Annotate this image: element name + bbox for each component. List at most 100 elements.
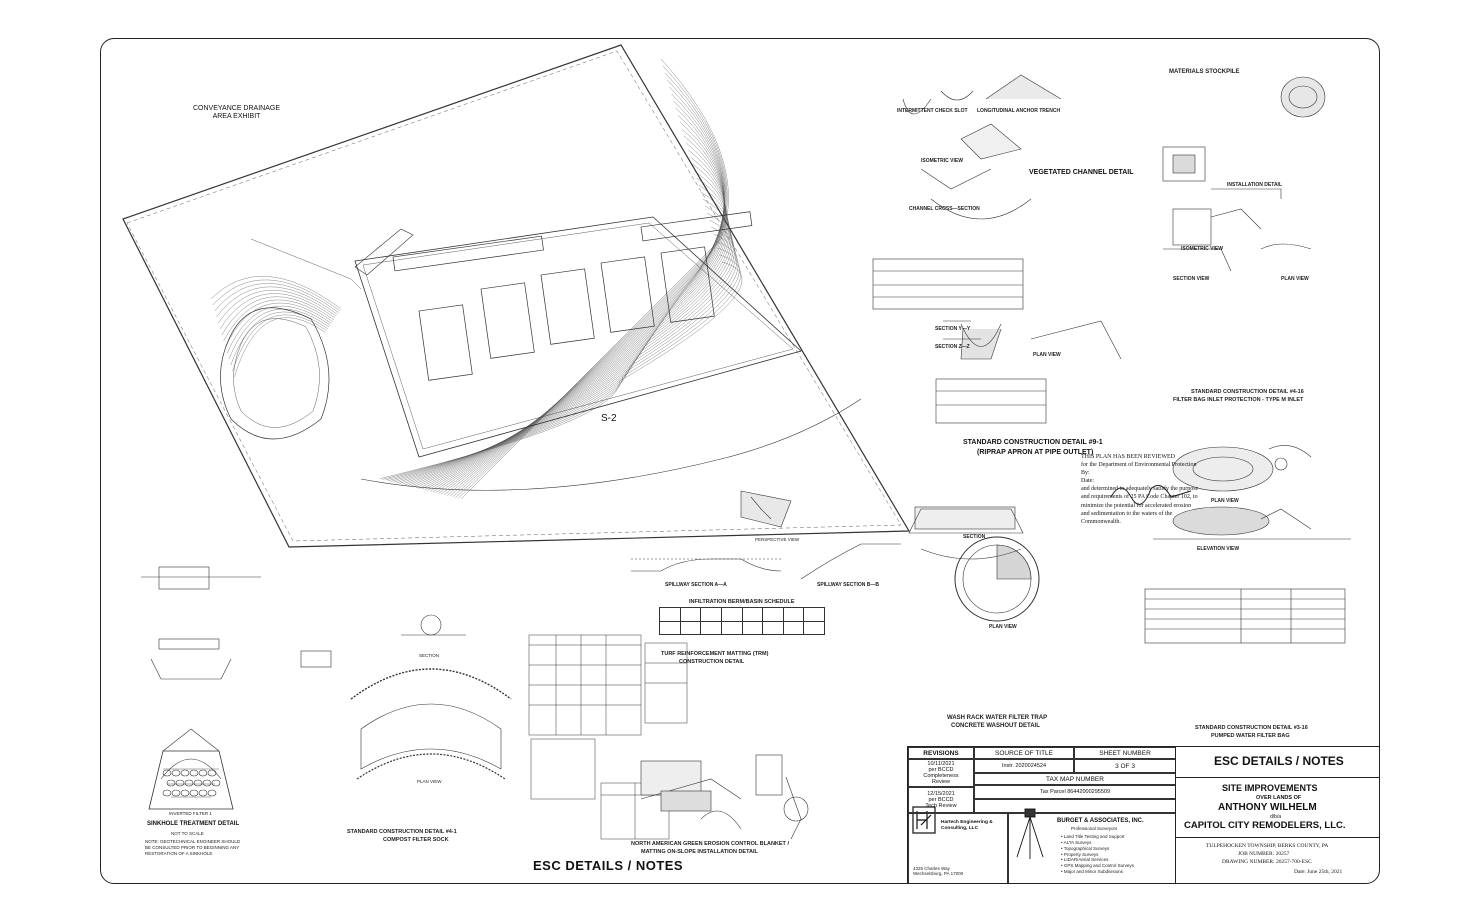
hartech-name: Hartech Engineering & Consulting, LLC xyxy=(941,820,993,831)
stone xyxy=(193,779,203,787)
stone xyxy=(180,769,190,777)
contour-lines xyxy=(210,58,743,500)
township: TULPEHOCKEN TOWNSHIP, BERKS COUNTY, PA xyxy=(1206,843,1329,849)
review-line-5: minimize the potential for accelerated e… xyxy=(1081,502,1192,509)
contour-line xyxy=(460,58,729,500)
stone xyxy=(211,779,221,787)
contour-line xyxy=(410,184,730,487)
title-block-right: ESC DETAILS / NOTES SITE IMPROVEMENTS OV… xyxy=(1175,746,1379,883)
stone xyxy=(198,769,208,777)
contour-line xyxy=(214,283,339,313)
contour-line xyxy=(225,302,332,348)
pumped-filter-bag xyxy=(1144,445,1351,644)
sinkhole-detail xyxy=(141,566,261,810)
inverted-filter-label: INVERTED FILTER 1 xyxy=(169,811,212,816)
contour-line xyxy=(416,170,728,488)
review-line-3: and determined to adequately satisfy the… xyxy=(1081,486,1199,493)
sock-plan-label: PLAN VIEW xyxy=(417,779,442,784)
storage-building xyxy=(540,268,595,345)
review-line-7: Commonwealth. xyxy=(1081,518,1121,525)
contour-line xyxy=(232,314,327,372)
sinkhole-title: SINKHOLE TREATMENT DETAIL xyxy=(147,821,240,827)
instr-number: Instr. 2020024524 xyxy=(974,759,1074,773)
contour-line xyxy=(441,107,725,495)
review-line-6: and sedimentation to the waters of the xyxy=(1081,510,1173,517)
isometric-label: ISOMETRIC VIEW xyxy=(921,158,963,164)
installation-label: INSTALLATION DETAIL xyxy=(1227,182,1282,188)
naeg-title-2: MATTING ON-SLOPE INSTALLATION DETAIL xyxy=(641,849,758,855)
trm-title-2: CONSTRUCTION DETAIL xyxy=(679,659,745,665)
stone xyxy=(189,789,199,797)
review-by: By: xyxy=(1081,470,1090,477)
riprap-title-1: STANDARD CONSTRUCTION DETAIL #9-1 xyxy=(963,439,1103,446)
contour-line xyxy=(385,247,740,481)
contour-line xyxy=(379,261,743,479)
concrete-washout xyxy=(908,506,1040,622)
esc-title: ESC DETAILS / NOTES xyxy=(1214,754,1344,768)
burget-services: • Land Title Testing and Support • ALTA … xyxy=(1061,834,1134,875)
inlet-protection xyxy=(1162,76,1326,272)
revision-1: 10/11/2021 per BCCD Completeness Review xyxy=(908,759,974,787)
pumped-title-2: PUMPED WATER FILTER BAG xyxy=(1211,733,1290,739)
esc-bottom-title: ESC DETAILS / NOTES xyxy=(533,858,684,873)
parking-area xyxy=(354,216,802,458)
filter-bag-title-2: FILTER BAG INLET PROTECTION - TYPE M INL… xyxy=(1173,397,1304,403)
contour-line xyxy=(402,205,733,485)
contour-line xyxy=(427,142,726,491)
source-header: SOURCE OF TITLE xyxy=(974,747,1074,759)
riprap-title-2: (RIPRAP APRON AT PIPE OUTLET) xyxy=(977,449,1094,456)
drawing-sheet: CONVEYANCE DRAINAGE AREA EXHIBIT S-2 SIN… xyxy=(100,38,1380,884)
materials-title: MATERIALS STOCKPILE xyxy=(1169,69,1240,75)
contour-line xyxy=(212,279,340,311)
conveyance-title: CONVEYANCE DRAINAGE AREA EXHIBIT xyxy=(193,105,280,121)
spillway-sections xyxy=(631,490,901,580)
contour-line xyxy=(435,121,725,493)
section-zz-label: SECTION Z—Z xyxy=(935,344,970,350)
contour-line xyxy=(382,254,741,480)
review-line-4: and requirements of 25 PA Code Chapter 1… xyxy=(1081,494,1198,501)
basin-label-s2: S-2 xyxy=(601,413,617,424)
elevation-view-label: ELEVATION VIEW xyxy=(1197,546,1240,552)
spillway-a-label: SPILLWAY SECTION A—A xyxy=(665,582,727,588)
review-stamp: THIS PLAN HAS BEEN REVIEWED for the Depa… xyxy=(1081,453,1241,526)
storage-buildings xyxy=(392,211,753,381)
hartech-logo xyxy=(912,806,936,834)
washout-plan-label: PLAN VIEW xyxy=(989,624,1017,630)
contour-line xyxy=(210,276,342,310)
perspective-label: PERSPECTIVE VIEW xyxy=(755,537,800,542)
section-view-label: SECTION VIEW xyxy=(1173,276,1210,282)
pumped-title-1: STANDARD CONSTRUCTION DETAIL #3-16 xyxy=(1195,725,1308,731)
filter-bag-title-1: STANDARD CONSTRUCTION DETAIL #4-16 xyxy=(1191,389,1304,395)
hartech-block: Hartech Engineering & Consulting, LLC 43… xyxy=(908,813,1008,883)
storage-building xyxy=(600,256,655,333)
contour-line xyxy=(390,233,738,482)
title-block-left: REVISIONS SOURCE OF TITLE SHEET NUMBER 1… xyxy=(907,746,1176,883)
sinkhole-nts: NOT TO SCALE xyxy=(171,831,204,836)
contour-line xyxy=(399,212,734,484)
burget-block: BURGET & ASSOCIATES, INC. Professional S… xyxy=(1008,813,1176,883)
review-date: Date: xyxy=(1081,478,1094,485)
stone xyxy=(184,779,194,787)
drawing-number: DRAWING NUMBER: 20257-700-ESC xyxy=(1222,859,1312,865)
stone xyxy=(175,779,185,787)
isometric-view-label: ISOMETRIC VIEW xyxy=(1181,246,1223,252)
contour-line xyxy=(388,240,739,481)
section-yy-label: SECTION Y—Y xyxy=(935,326,971,332)
infiltration-table xyxy=(659,607,825,635)
revision-2: 12/15/2021 per BCCD Tech Review xyxy=(908,787,974,813)
inlet-plan-label: PLAN VIEW xyxy=(1281,276,1309,282)
compost-sock-detail xyxy=(300,614,512,780)
contour-line xyxy=(446,93,725,496)
hartech-address: 4325 Charles Way Wechselsburg, PA 17000 xyxy=(913,866,964,877)
blank-cell xyxy=(974,799,1176,813)
contour-line xyxy=(234,317,326,378)
burget-sub: Professional Surveyors xyxy=(1071,826,1118,831)
signature xyxy=(1110,484,1192,505)
stone xyxy=(189,769,199,777)
storage-building xyxy=(418,304,473,381)
property-boundary xyxy=(122,44,911,548)
stone xyxy=(207,769,217,777)
site-plan xyxy=(122,44,911,548)
storage-building xyxy=(660,246,715,323)
stone xyxy=(198,789,208,797)
